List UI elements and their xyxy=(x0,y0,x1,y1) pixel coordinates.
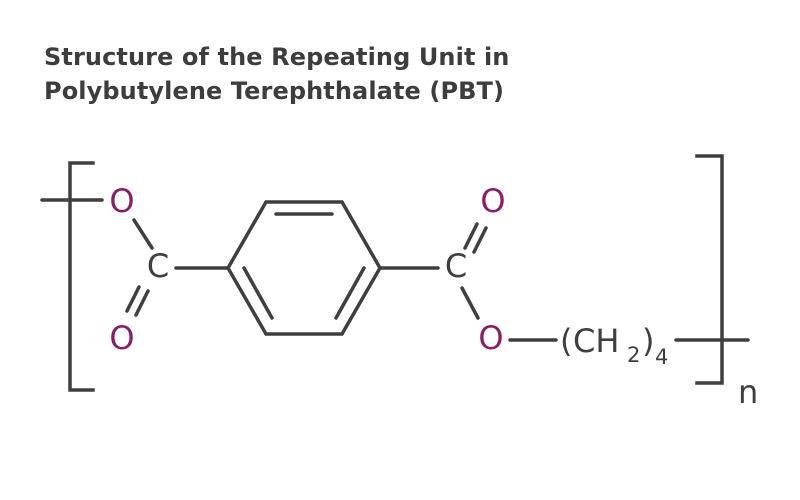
right-ester-oxygen: O xyxy=(478,319,503,357)
ring-inner-bond-left xyxy=(242,266,274,320)
right-c-o-bond xyxy=(460,286,480,320)
left-bracket xyxy=(68,161,95,392)
right-carbonyl-carbon: C xyxy=(445,247,467,285)
benzene-ring xyxy=(225,200,383,336)
right-carbonyl-oxygen: O xyxy=(480,182,505,220)
title-line-2: Polybutylene Terephthalate (PBT) xyxy=(44,77,505,105)
figure-title: Structure of the Repeating Unit in Polyb… xyxy=(44,40,509,108)
right-bracket xyxy=(695,154,724,385)
ring-inner-bond-right xyxy=(334,266,366,320)
left-carbonyl-oxygen: O xyxy=(109,319,134,357)
chain-open-paren: ( xyxy=(560,322,572,360)
title-line-1: Structure of the Repeating Unit in xyxy=(44,43,510,71)
left-c-o-double-bond-a xyxy=(134,289,150,317)
left-ester-oxygen: O xyxy=(109,182,134,220)
left-c-o-double-bond-b xyxy=(125,285,141,313)
right-c-o-double-bond-a xyxy=(463,222,479,250)
left-carbonyl-carbon: C xyxy=(147,247,169,285)
chain-h-subscript: 2 xyxy=(627,343,640,367)
chain-count-subscript: 4 xyxy=(655,345,668,369)
chain-close-paren: ) xyxy=(642,322,654,360)
left-o-c-bond xyxy=(132,218,154,250)
chain-ch-label: CH xyxy=(573,322,619,360)
repeat-subscript-n: n xyxy=(738,373,758,411)
right-c-o-double-bond-b xyxy=(472,226,488,254)
